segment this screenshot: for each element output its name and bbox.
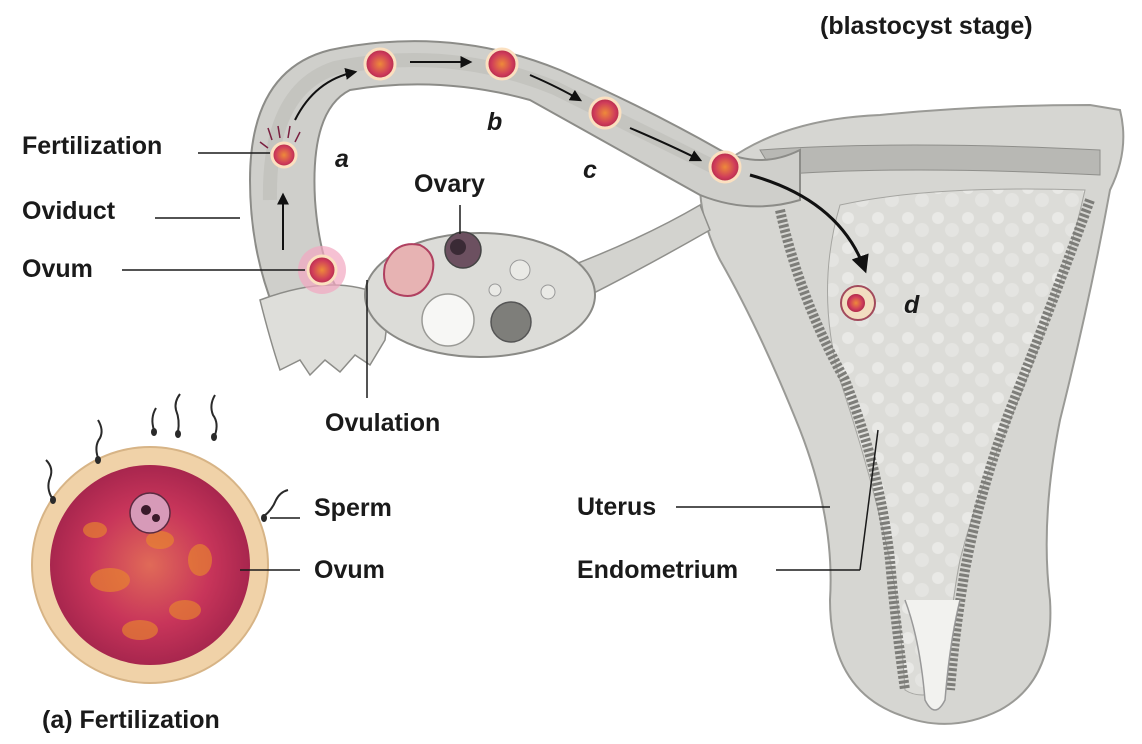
embryo-4cell (485, 47, 519, 81)
figure-caption: (a) Fertilization (42, 706, 220, 734)
label-ovum: Ovum (22, 255, 93, 283)
fertilization-cell (270, 141, 298, 169)
label-fertilization: Fertilization (22, 132, 163, 160)
label-ovary: Ovary (414, 170, 485, 198)
label-ovulation: Ovulation (325, 409, 441, 437)
embryo-2cell (363, 47, 397, 81)
embryo-late-morula (708, 150, 742, 184)
sperm-cells (45, 393, 289, 517)
endometrium-lining (775, 208, 910, 691)
stage-letter-b: b (487, 108, 503, 136)
stage-letter-d: d (904, 291, 920, 319)
label-ovum-detail: Ovum (314, 556, 385, 584)
label-oviduct: Oviduct (22, 197, 116, 225)
ovum-detail-cytoplasm (50, 465, 250, 665)
label-endometrium: Endometrium (577, 556, 739, 584)
oviduct-tube (248, 40, 801, 361)
label-uterus: Uterus (577, 493, 657, 521)
stage-letter-c: c (583, 156, 597, 184)
embryo-morula (588, 96, 622, 130)
label-sperm: Sperm (314, 494, 392, 522)
leader-lines (122, 152, 879, 571)
stage-letter-a: a (335, 145, 349, 173)
header-right-text: (blastocyst stage) (820, 12, 1033, 40)
released-ovum (306, 254, 338, 286)
